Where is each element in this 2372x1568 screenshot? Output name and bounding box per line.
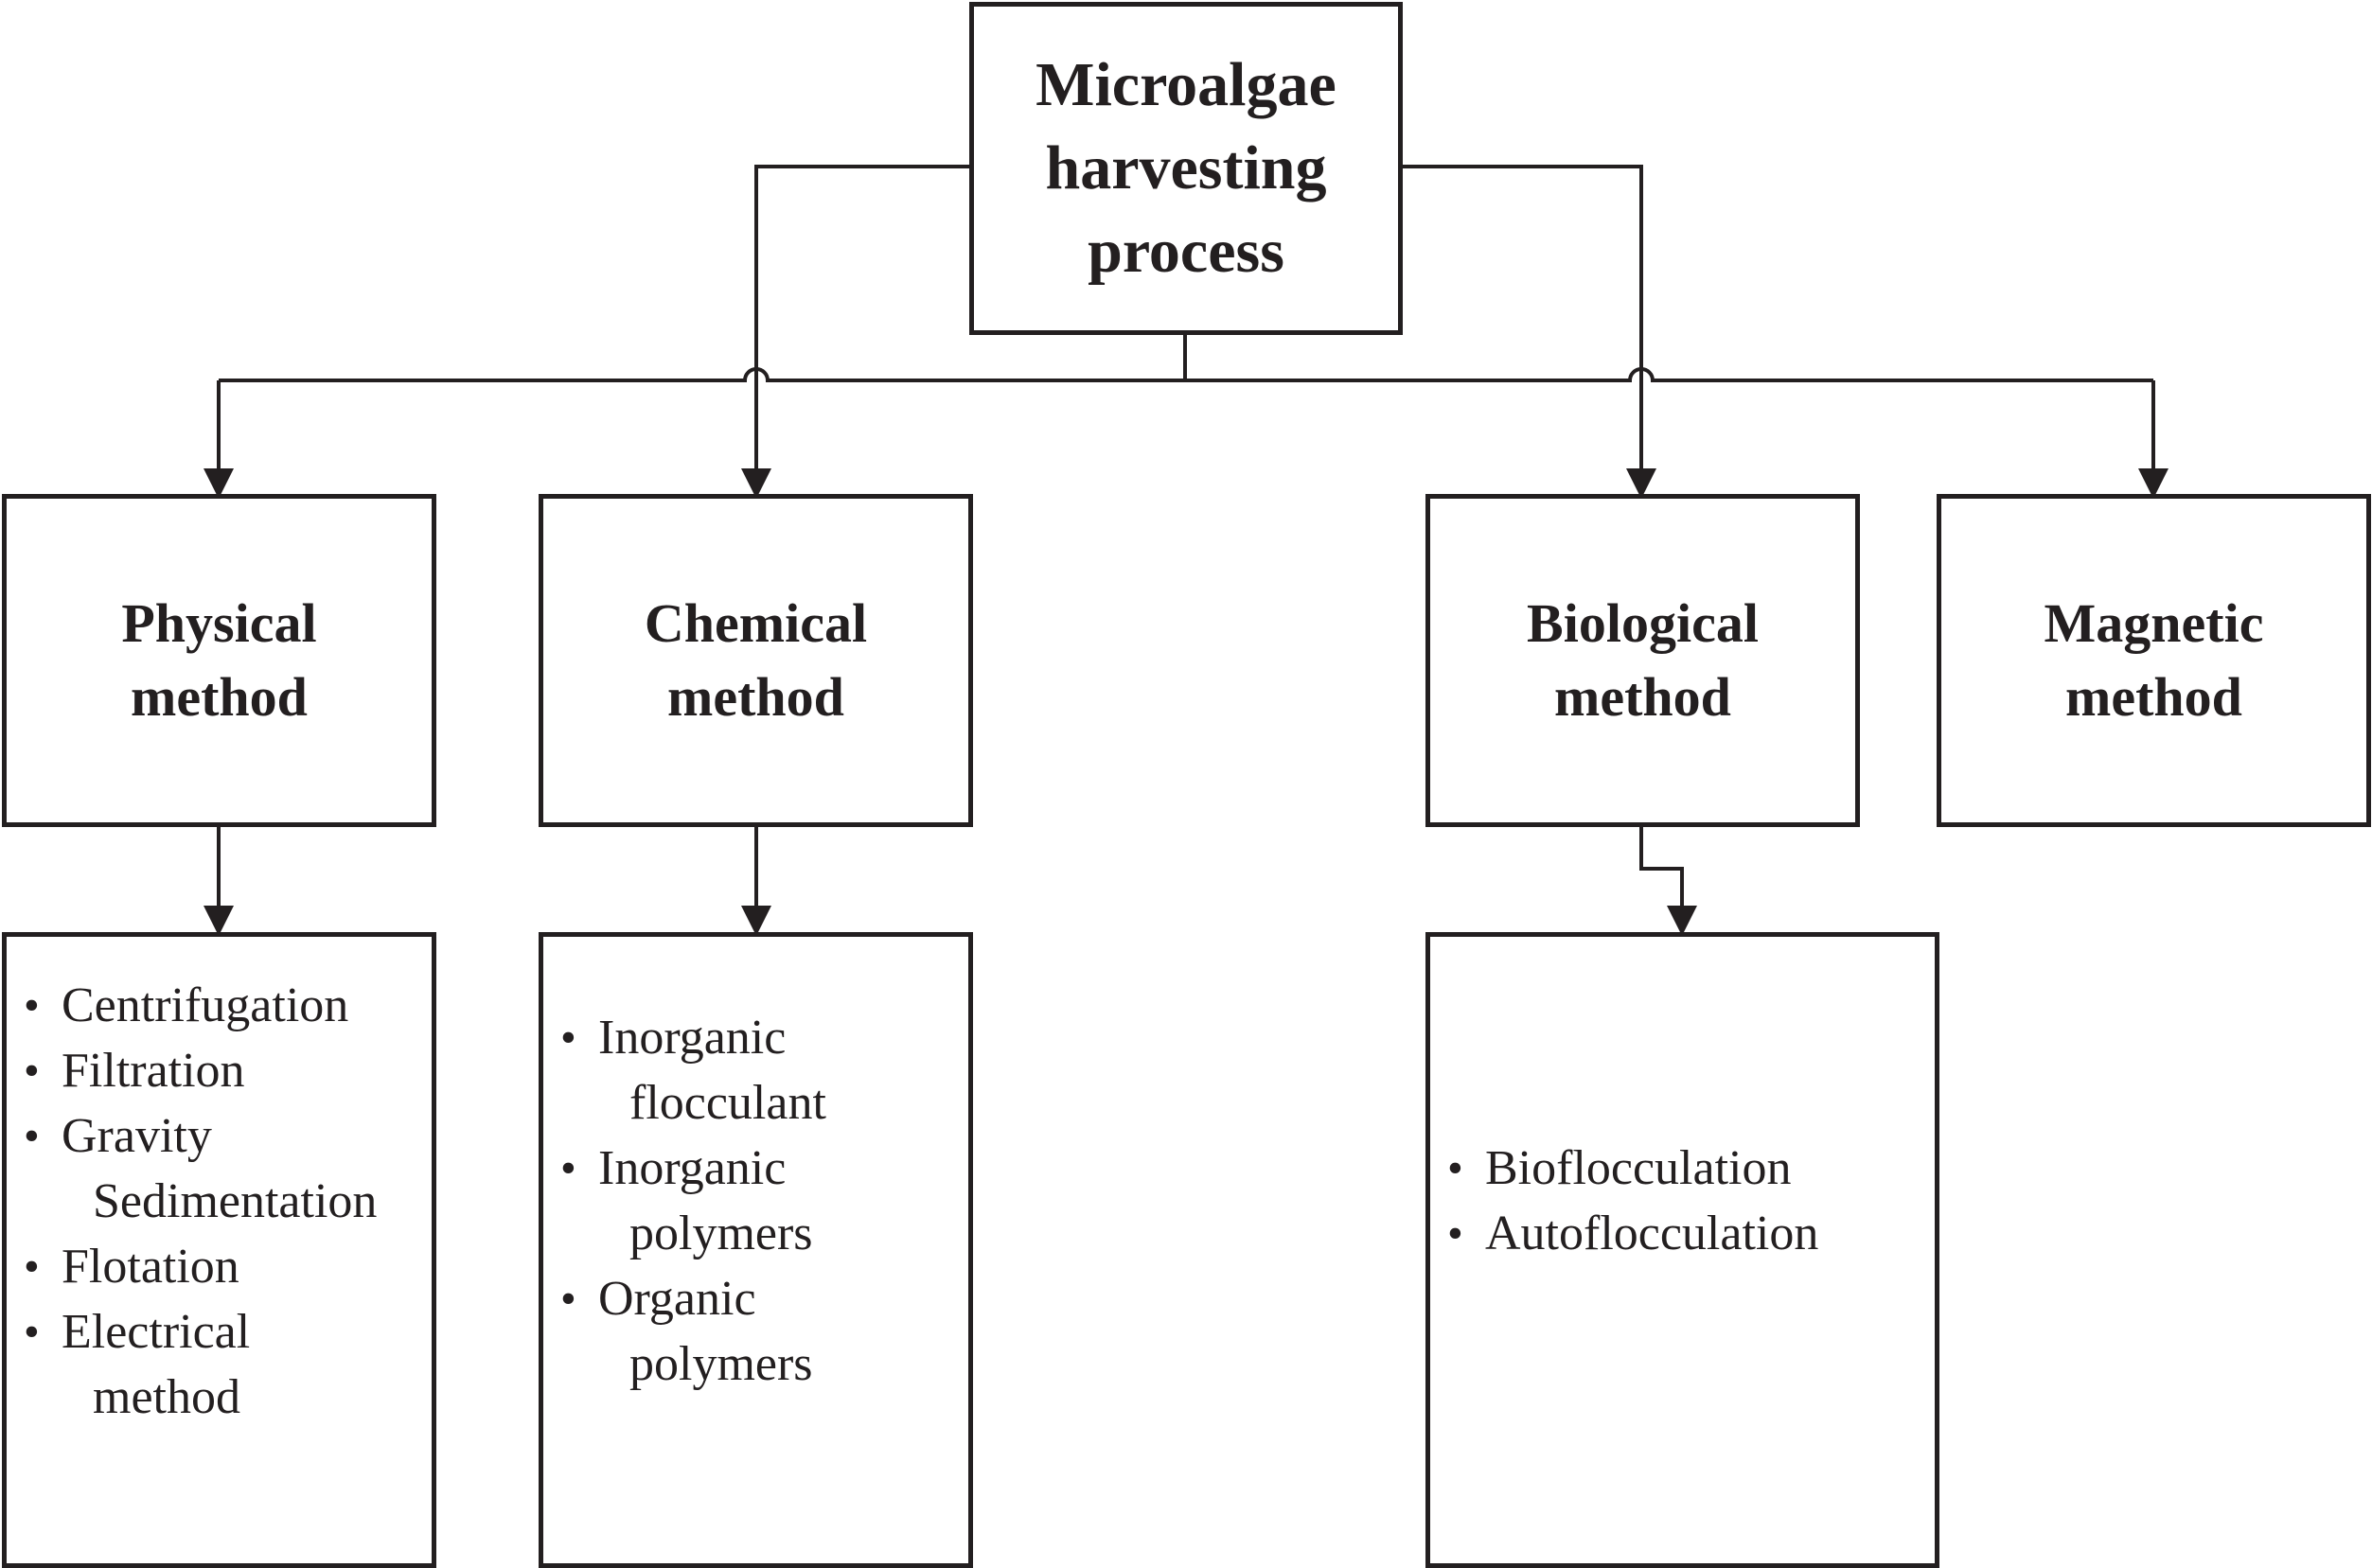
list-item: Organic polymers <box>560 1266 968 1397</box>
connector-chemical <box>754 165 969 473</box>
root-title-line-3: process <box>1088 217 1284 286</box>
physical-method-title-line-1: Physical <box>121 592 317 654</box>
list-item-text: Flotation <box>62 1240 239 1294</box>
list-item: Centrifugation <box>24 973 432 1038</box>
chemical-method-title-line-1: Chemical <box>644 592 868 654</box>
list-item-text-continued: method <box>93 1370 240 1424</box>
arrowhead-biological-list <box>1667 906 1697 936</box>
arrowhead-physical <box>204 468 234 499</box>
biological-method-title-line-2: method <box>1554 666 1731 728</box>
physical-method-title-line-2: method <box>131 666 308 728</box>
connector-biological-list <box>1639 827 1684 910</box>
magnetic-method-node: Magnetic method <box>1937 494 2371 827</box>
arrowhead-chemical-list <box>741 906 771 936</box>
list-item: Filtration <box>24 1038 432 1103</box>
list-item: Autoflocculation <box>1447 1201 1935 1266</box>
list-item: Bioflocculation <box>1447 1136 1935 1201</box>
biological-method-title-line-1: Biological <box>1527 592 1759 654</box>
list-item-text: Gravity <box>62 1109 212 1163</box>
list-item-text: Filtration <box>62 1044 245 1098</box>
biological-techniques-list: Bioflocculation Autoflocculation <box>1425 932 1939 1568</box>
biological-method-node: Biological method <box>1425 494 1860 827</box>
magnetic-method-title-line-1: Magnetic <box>2044 592 2264 654</box>
list-item-text: Electrical <box>62 1305 251 1359</box>
list-item-text: Inorganic <box>598 1011 787 1065</box>
list-item: Gravity Sedimentation <box>24 1103 432 1234</box>
list-item-text-continued: polymers <box>629 1337 813 1391</box>
root-title-line-2: harvesting <box>1045 133 1327 203</box>
connector-biological <box>1401 165 1643 473</box>
list-item-text: Autoflocculation <box>1485 1207 1819 1260</box>
list-item-text-continued: polymers <box>629 1207 813 1260</box>
root-title-line-1: Microalgae <box>1036 50 1336 119</box>
chemical-method-title-line-2: method <box>667 666 844 728</box>
physical-techniques-list: Centrifugation Filtration Gravity Sedime… <box>2 932 436 1568</box>
list-item: Flotation <box>24 1234 432 1299</box>
list-item-text-continued: Sedimentation <box>93 1174 378 1228</box>
arrowhead-chemical <box>741 468 771 499</box>
list-item-text: Bioflocculation <box>1485 1141 1792 1195</box>
list-item-text-continued: flocculant <box>629 1076 826 1130</box>
arrowhead-magnetic <box>2138 468 2168 499</box>
connector-trunk <box>219 367 2153 382</box>
list-item: Electrical method <box>24 1299 432 1430</box>
list-item-text: Centrifugation <box>62 978 349 1032</box>
physical-method-node: Physical method <box>2 494 436 827</box>
root-node: Microalgae harvesting process <box>969 2 1403 335</box>
list-item-text: Inorganic <box>598 1141 787 1195</box>
arrowhead-biological <box>1626 468 1656 499</box>
list-item: Inorganic flocculant <box>560 1005 968 1136</box>
magnetic-method-title-line-2: method <box>2065 666 2242 728</box>
list-item: Inorganic polymers <box>560 1136 968 1266</box>
chemical-method-node: Chemical method <box>539 494 973 827</box>
arrowhead-physical-list <box>204 906 234 936</box>
list-item-text: Organic <box>598 1272 756 1326</box>
chemical-techniques-list: Inorganic flocculant Inorganic polymers … <box>539 932 973 1568</box>
